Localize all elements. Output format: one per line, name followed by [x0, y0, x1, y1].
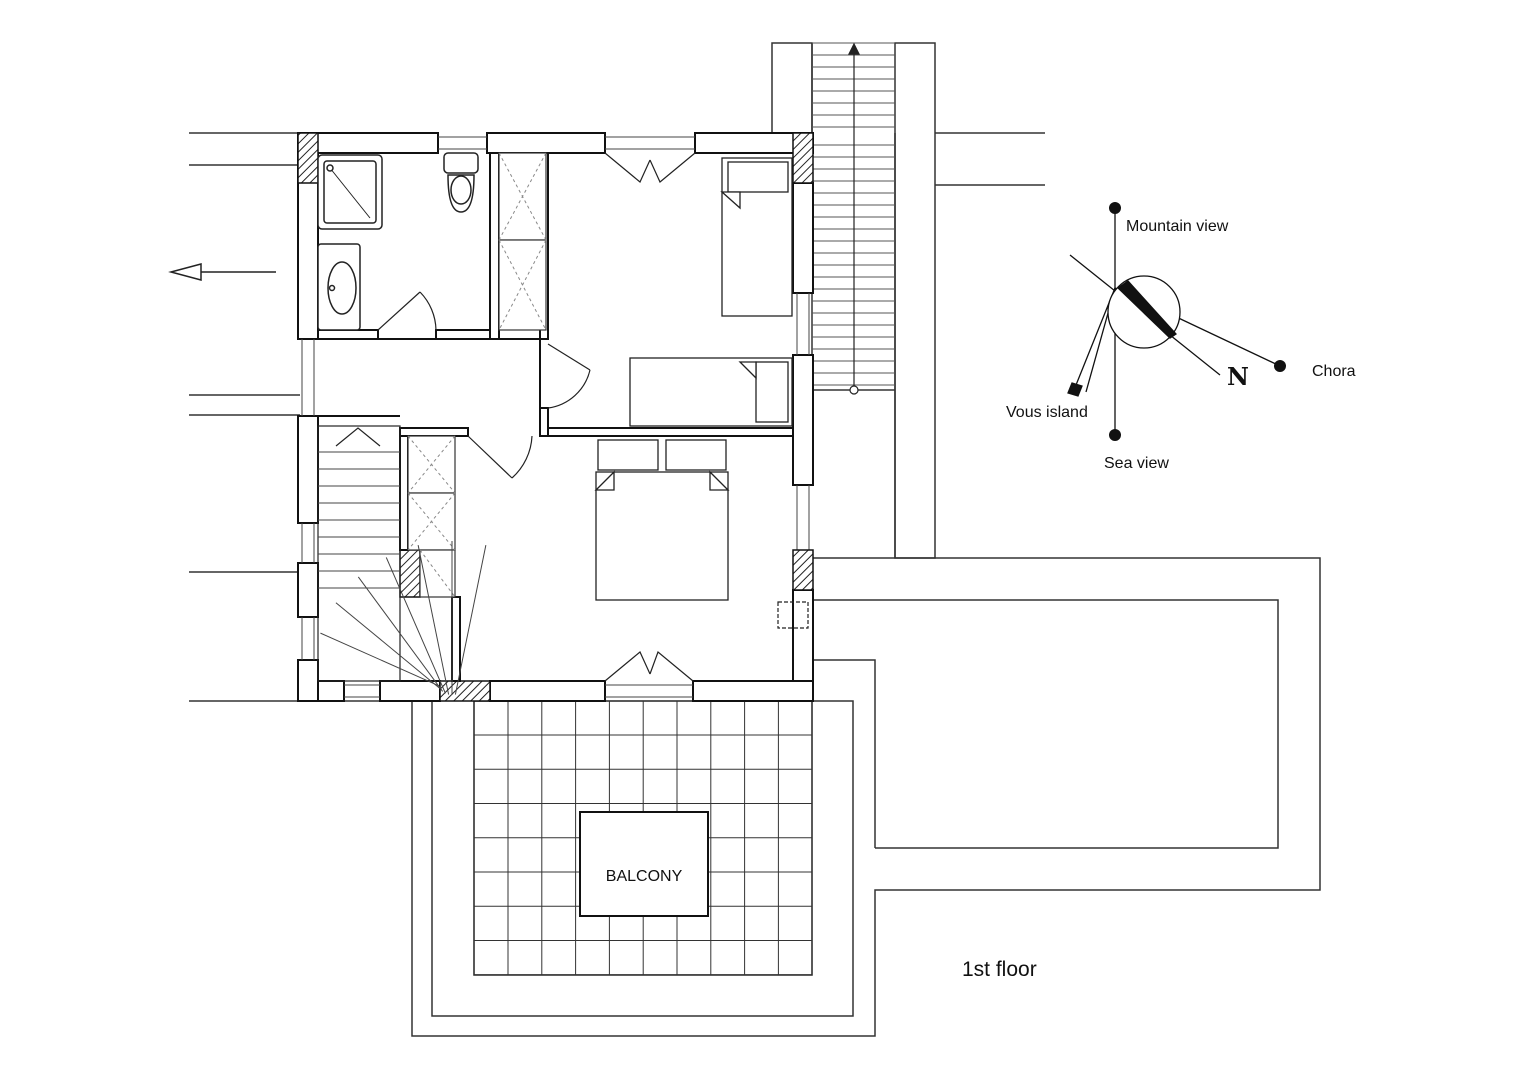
terrace-outlines [411, 557, 1321, 1037]
interior-stair-steps [318, 451, 487, 695]
winder-step [357, 576, 444, 692]
balcony-label-box [579, 811, 709, 917]
winder-step [385, 557, 446, 694]
single-bed-2 [629, 357, 793, 427]
floor-label: 1st floor [962, 958, 1037, 981]
winder-step [417, 545, 450, 695]
stair-direction-arrow-icon [848, 42, 860, 395]
stair-steps [812, 42, 895, 386]
compass-points [1109, 202, 1286, 441]
doors [377, 152, 809, 682]
winder-step [335, 602, 441, 690]
sea-view-label: Sea view [1104, 455, 1169, 472]
vous-island-label: Vous island [1006, 404, 1088, 421]
toilet-icon [443, 152, 479, 213]
single-bed-1 [720, 157, 793, 317]
mountain-view-label: Mountain view [1126, 218, 1229, 235]
double-bed [594, 439, 730, 601]
exit-arrow-icon [168, 263, 276, 281]
wardrobe-dashes [407, 152, 547, 598]
sink-icon [317, 243, 361, 331]
interior-stair-arrow-icon [335, 427, 381, 447]
windows [301, 136, 810, 698]
chora-label: Chora [1312, 363, 1356, 380]
wardrobes [407, 152, 547, 598]
compass [1067, 208, 1281, 435]
winder-step [320, 632, 440, 687]
balcony-label: BALCONY [605, 868, 683, 885]
shower-icon [317, 154, 383, 230]
north-label: N [1227, 362, 1249, 391]
winder-step [454, 545, 487, 695]
